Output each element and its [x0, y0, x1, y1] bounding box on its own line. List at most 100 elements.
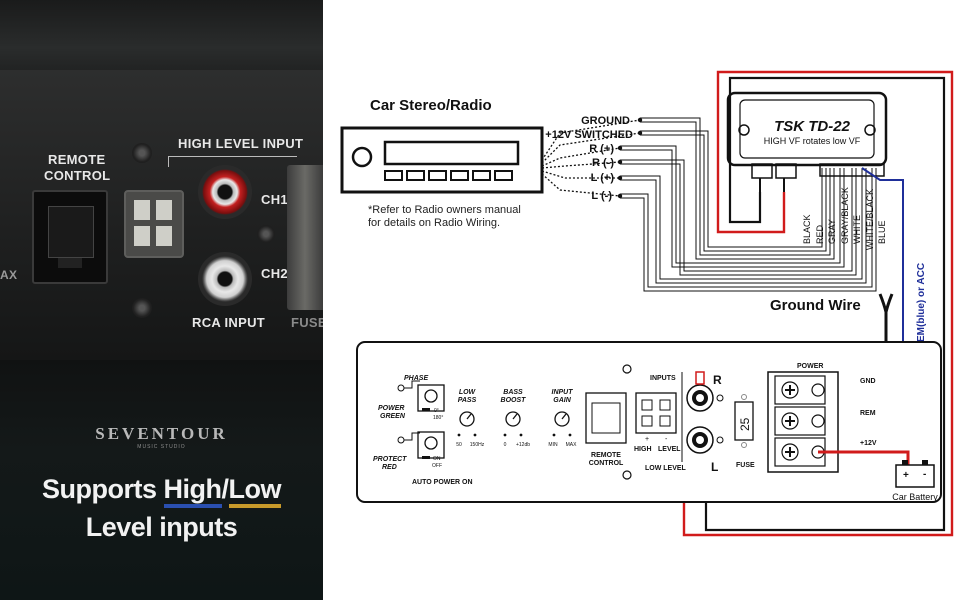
remote-control-label-2: CONTROL	[589, 460, 624, 467]
battery-plus: +	[903, 470, 909, 481]
auto-power-switch	[417, 431, 445, 459]
converter-wire-blue: BLUE	[877, 220, 887, 244]
battery-minus: -	[923, 469, 926, 480]
protect-red-label-2: RED	[382, 464, 397, 471]
tagline-low: Low	[228, 474, 282, 508]
converter-title: TSK TD-22	[774, 118, 851, 135]
fuse-diagram	[734, 401, 754, 441]
rca-r-label: R	[713, 373, 722, 387]
off-label: OFF	[432, 463, 442, 469]
input-gain-min: MIN	[548, 442, 558, 448]
rca-input-label: RCA INPUT	[192, 315, 265, 330]
v12-label: +12V	[860, 440, 877, 447]
wire-label-ground: GROUND	[581, 115, 630, 127]
phase-switch	[417, 384, 445, 412]
high-level-input-bracket	[168, 156, 297, 167]
power-terminal-block	[767, 371, 839, 473]
screw-icon	[132, 143, 152, 163]
converter-subtitle: HIGH VF rotates low VF	[764, 136, 861, 146]
remote-control-label-line2: CONTROL	[44, 168, 111, 183]
control-knobs	[459, 411, 570, 427]
phase-180: 180°	[433, 415, 443, 421]
low-pass-label-2: PASS	[458, 397, 477, 404]
tagline-slash: /	[221, 474, 230, 504]
converter-wire-bundle	[620, 117, 877, 292]
bass-boost-label-1: BASS	[503, 389, 523, 396]
amplifier-diagram	[356, 341, 942, 503]
fuse-holder	[287, 165, 323, 310]
inputs-label: INPUTS	[650, 375, 676, 382]
power-green-label-2: GREEN	[380, 413, 406, 420]
tsk-converter	[726, 91, 888, 179]
car-battery-label: Car Battery	[892, 492, 938, 502]
gnd-label: GND	[860, 378, 876, 385]
tagline-line2: Level inputs	[85, 512, 238, 542]
car-battery-icon	[895, 460, 935, 488]
screw-icon	[132, 298, 152, 318]
wire-end-dots	[617, 117, 643, 199]
power-terminal-label: POWER	[797, 363, 823, 370]
fuse-value: 25	[738, 417, 752, 431]
low-pass-min: 50	[456, 442, 462, 448]
plus-label: +	[645, 436, 649, 443]
wiring-diagram: Car Stereo/Radio *Refer to Radio owners …	[340, 70, 954, 537]
protect-red-label-1: PROTECT	[373, 456, 407, 463]
stereo-output-wires	[541, 119, 641, 197]
input-gain-label-1: INPUT	[552, 389, 574, 396]
stereo-note-line2: for details on Radio Wiring.	[368, 217, 500, 229]
converter-wire-gray: GRAY	[827, 219, 837, 244]
bass-boost-label-2: BOOST	[501, 397, 527, 404]
phase-0: 0°	[434, 408, 439, 414]
phase-label: PHASE	[404, 375, 428, 382]
wire-label-12v-switched: +12V SWITCHED	[545, 129, 633, 141]
converter-wire-gray-black: GRAY/BLACK	[840, 187, 850, 244]
input-gain-max: MAX	[566, 442, 578, 448]
fuse-label: FUSE	[736, 462, 755, 469]
tagline-high: High	[163, 474, 222, 508]
stereo-note-line1: *Refer to Radio owners manual	[368, 204, 521, 216]
bass-boost-min: 0	[504, 442, 507, 448]
low-pass-label-1: LOW	[459, 389, 477, 396]
remote-control-label-1: REMOTE	[591, 452, 621, 459]
level-label: LEVEL	[658, 446, 681, 453]
auto-power-on-label: AUTO POWER ON	[412, 479, 473, 486]
converter-wire-white: WHITE	[852, 215, 862, 244]
rca-l-label: L	[711, 460, 718, 474]
tagline-line1: Supports High/Low	[0, 474, 323, 508]
bass-boost-max: +12db	[516, 442, 530, 448]
brand-logo: SEVENTOUR	[95, 424, 228, 443]
car-stereo	[340, 126, 544, 194]
stereo-title: Car Stereo/Radio	[370, 97, 492, 114]
minus-label: -	[665, 436, 668, 443]
rj-jack	[32, 190, 108, 284]
rca-jack-red	[198, 165, 252, 219]
fuse-label-partial: FUSE	[291, 315, 323, 330]
brand-subtitle: MUSIC STUDIO	[137, 444, 186, 450]
remote-control-label-line1: REMOTE	[48, 152, 106, 167]
ground-lug-icon	[878, 293, 894, 313]
ground-wire-label: Ground Wire	[770, 297, 861, 314]
input-gain-label-2: GAIN	[553, 397, 571, 404]
on-label: ON	[433, 456, 441, 462]
ch1-label: CH1	[261, 192, 288, 207]
max-label-partial: AX	[0, 268, 18, 282]
high-level-plug-diagram	[635, 392, 677, 434]
connect-rem-note: Connect REM(blue) or ACC	[916, 263, 927, 392]
wire-label-r-plus: R (+)	[589, 143, 614, 155]
low-level-label: LOW LEVEL	[645, 465, 687, 472]
high-label: HIGH	[634, 446, 652, 453]
remote-jack-diagram	[585, 392, 627, 444]
tagline-word1: Supports	[41, 474, 157, 504]
wire-label-l-minus: L (-)	[591, 190, 612, 202]
screw-icon	[257, 225, 275, 243]
low-pass-max: 150Hz	[470, 442, 485, 448]
converter-wire-white-black: WHITE/BLACK	[865, 189, 875, 250]
high-level-input-label: HIGH LEVEL INPUT	[178, 136, 304, 151]
high-level-connector	[124, 190, 184, 258]
amplifier-photo: REMOTE CONTROL AX HIGH LEVEL INPUT CH1 C…	[0, 0, 323, 600]
rem-label: REM	[860, 410, 876, 417]
rca-jack-white	[198, 252, 252, 306]
power-green-label-1: POWER	[378, 405, 404, 412]
converter-wire-red: RED	[815, 224, 825, 244]
ch2-label: CH2	[261, 266, 288, 281]
